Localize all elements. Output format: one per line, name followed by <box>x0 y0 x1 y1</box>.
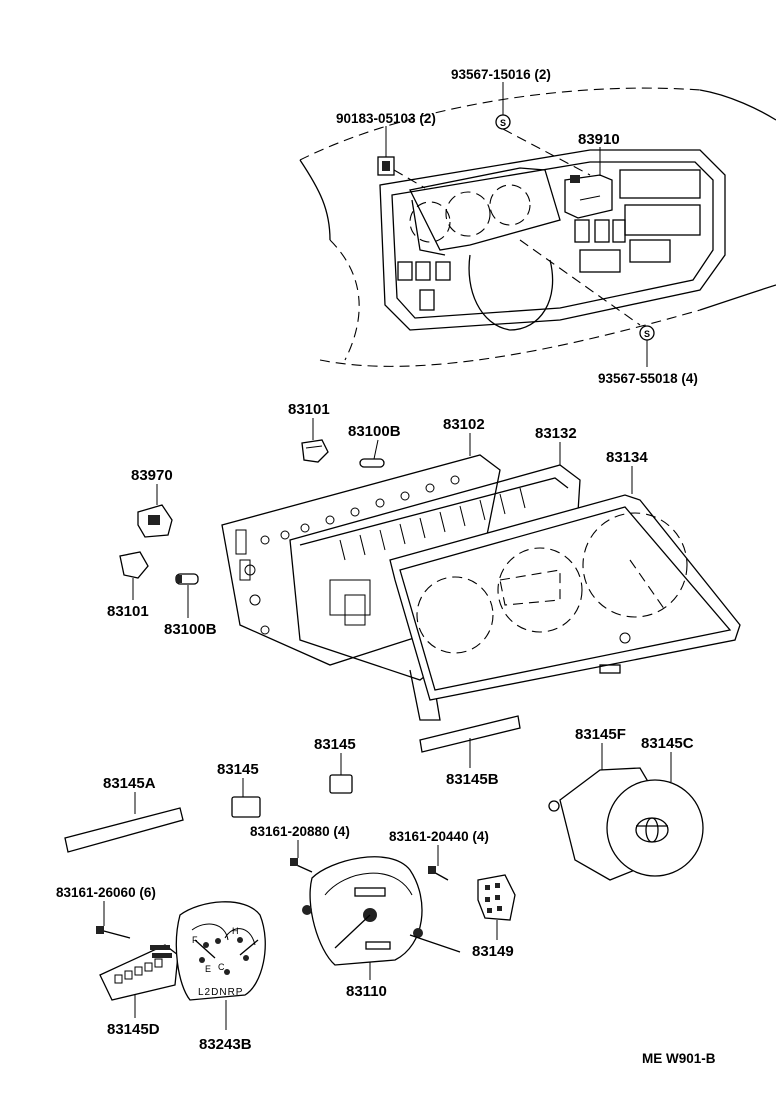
part-83243B-gauge <box>175 901 266 1001</box>
label-83101-top: 83101 <box>288 401 330 418</box>
screw-83161-20440 <box>428 866 449 881</box>
part-83101-top <box>301 439 329 463</box>
temp-hot-mark: H <box>232 926 239 936</box>
part-83145-block-a <box>329 774 353 794</box>
label-83102: 83102 <box>443 416 485 433</box>
label-83145-b: 83145 <box>217 761 259 778</box>
part-83145A <box>64 807 184 853</box>
label-83100B-bottom: 83100B <box>164 621 217 638</box>
label-83910: 83910 <box>578 131 620 148</box>
part-83100B-top <box>359 458 385 468</box>
part-83149 <box>477 874 516 921</box>
part-83145B <box>419 715 521 753</box>
label-83149: 83149 <box>472 943 514 960</box>
label-83100B-top: 83100B <box>348 423 401 440</box>
part-83145F-83145C <box>548 767 704 881</box>
label-83145F: 83145F <box>575 726 626 743</box>
label-83110: 83110 <box>346 983 387 1000</box>
label-83145C: 83145C <box>641 735 694 752</box>
fuel-full-mark: F <box>192 935 198 945</box>
cluster-assembly <box>221 454 741 721</box>
dashboard-panel <box>299 87 776 367</box>
label-83161-26060: 83161-26060 (6) <box>56 885 156 900</box>
label-83132: 83132 <box>535 425 577 442</box>
part-83101-bottom <box>119 551 149 579</box>
screw-symbol-bottom: S <box>644 329 650 339</box>
screw-83161-26060 <box>96 926 131 939</box>
label-93567-55018: 93567-55018 (4) <box>598 371 698 386</box>
drawing-code: ME W901-B <box>642 1051 716 1066</box>
label-90183-05103: 90183-05103 (2) <box>336 111 436 126</box>
label-93567-15016: 93567-15016 (2) <box>451 67 551 82</box>
screw-symbol-top: S <box>500 118 506 128</box>
temp-cold-mark: C <box>218 962 225 972</box>
label-83145A: 83145A <box>103 775 156 792</box>
label-83243B: 83243B <box>199 1036 252 1053</box>
label-83145D: 83145D <box>107 1021 160 1038</box>
part-83110-speedometer <box>302 856 461 966</box>
part-83100B-bottom <box>175 573 199 585</box>
label-83970: 83970 <box>131 467 173 484</box>
label-83161-20440: 83161-20440 (4) <box>389 829 489 844</box>
label-83101-bottom: 83101 <box>107 603 149 620</box>
screw-83161-20880 <box>290 858 313 873</box>
label-83161-20880: 83161-20880 (4) <box>250 824 350 839</box>
fuel-empty-mark: E <box>205 964 211 974</box>
part-83970 <box>137 504 173 538</box>
label-83145-a: 83145 <box>314 736 356 753</box>
label-83134: 83134 <box>606 449 648 466</box>
label-83145B: 83145B <box>446 771 499 788</box>
part-83145-block-b <box>231 796 261 818</box>
part-83145D <box>99 944 179 1001</box>
shift-indicator-label: L2DNRP <box>198 987 243 998</box>
